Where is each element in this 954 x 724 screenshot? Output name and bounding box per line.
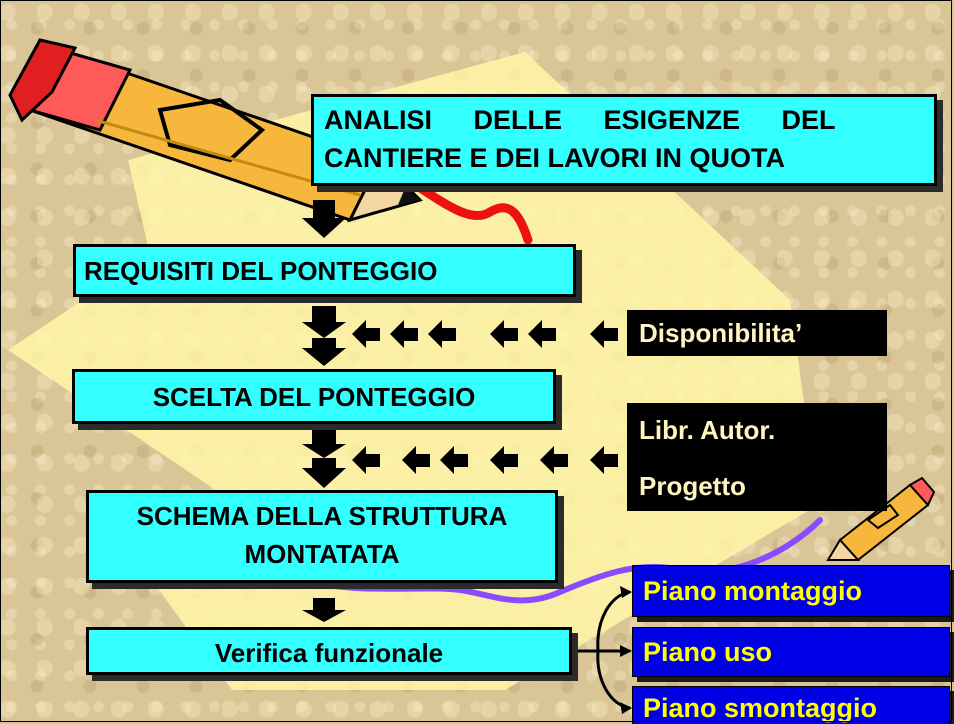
red-squiggle — [400, 173, 533, 245]
choice-box: SCELTA DEL PONTEGGIO — [72, 369, 556, 424]
documents-box: Libr. Autor. Progetto — [627, 403, 887, 511]
availability-box: Disponibilita’ — [627, 310, 887, 356]
analysis-text-line1: ANALISI DELLE ESIGENZE DEL — [324, 105, 836, 135]
scheme-box: SCHEMA DELLA STRUTTURA MONTATATA — [86, 490, 558, 583]
analysis-text-line2: CANTIERE E DEI LAVORI IN QUOTA — [324, 143, 786, 173]
analysis-box: ANALISI DELLE ESIGENZE DEL CANTIERE E DE… — [311, 94, 937, 186]
output-box-disassembly: Piano smontaggio — [632, 686, 950, 724]
choice-text: SCELTA DEL PONTEGGIO — [152, 382, 476, 412]
branch-arrowheads — [620, 586, 632, 714]
scheme-text-line1: SCHEMA DELLA STRUTTURA — [136, 501, 508, 531]
scheme-text-line2: MONTATATA — [244, 539, 400, 569]
output-text-use: Piano uso — [643, 637, 773, 667]
down-arrow-icon — [302, 200, 346, 622]
availability-text: Disponibilita’ — [639, 318, 803, 348]
output-box-assembly: Piano montaggio — [632, 565, 950, 617]
documents-text-line1: Libr. Autor. — [639, 415, 776, 445]
verification-text: Verifica funzionale — [214, 638, 444, 668]
left-arrow-icon — [352, 446, 618, 474]
left-arrow-icon — [352, 320, 618, 348]
output-box-use: Piano uso — [632, 627, 950, 677]
documents-text-line2: Progetto — [639, 471, 746, 501]
verification-box: Verifica funzionale — [86, 627, 572, 675]
output-text-disassembly: Piano smontaggio — [643, 693, 878, 723]
output-text-assembly: Piano montaggio — [643, 576, 862, 606]
requirements-box: REQUISITI DEL PONTEGGIO — [73, 244, 576, 297]
requirements-text: REQUISITI DEL PONTEGGIO — [84, 256, 438, 286]
